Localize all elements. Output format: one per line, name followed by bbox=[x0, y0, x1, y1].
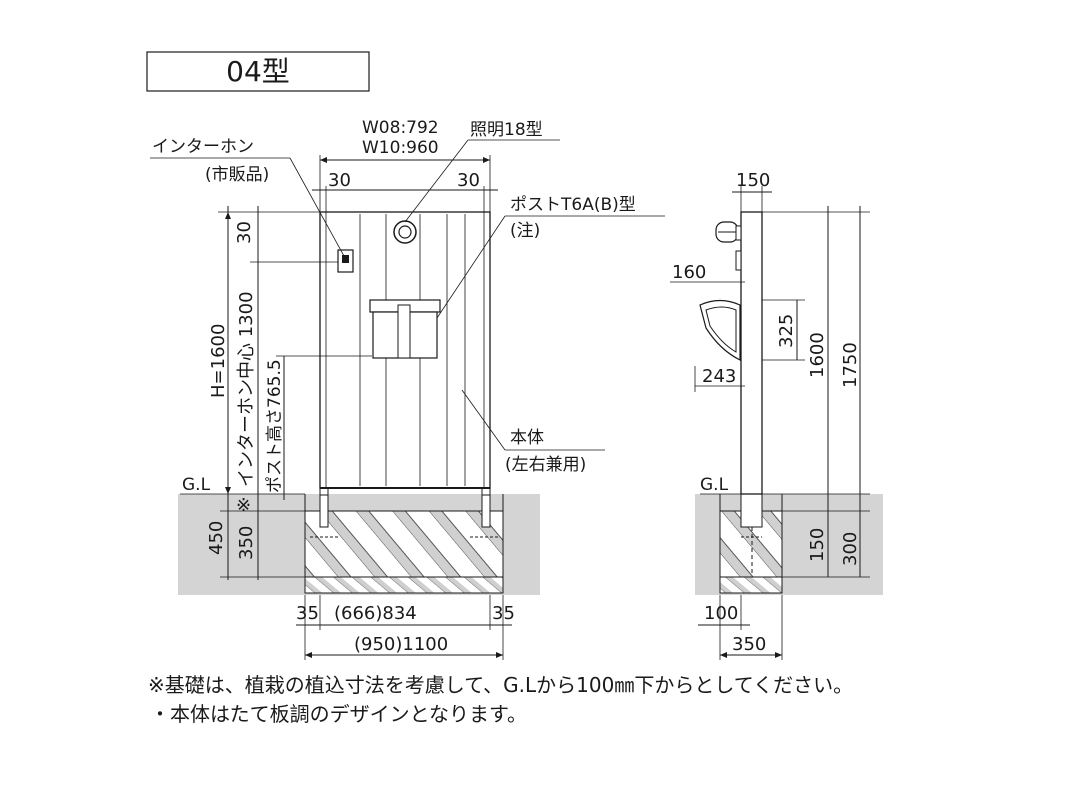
side-dim-100: 100 bbox=[704, 603, 738, 624]
side-dim-1750: 1750 bbox=[840, 342, 861, 388]
side-dim-243: 243 bbox=[702, 366, 736, 387]
title-box: 04型 bbox=[146, 51, 370, 92]
front-base bbox=[304, 576, 504, 594]
front-foundation bbox=[304, 510, 504, 578]
label-post-2: (注) bbox=[510, 221, 540, 241]
note-line-2: ・本体はたて板調のデザインとなります。 bbox=[150, 702, 527, 726]
label-body-1: 本体 bbox=[510, 428, 544, 448]
side-dim-150b: 150 bbox=[807, 528, 828, 562]
dim-bottom-total: (950)1100 bbox=[354, 634, 448, 655]
side-view: 150 160 243 325 1600 1750 G.L 150 300 bbox=[670, 170, 883, 660]
width-w10: W10:960 bbox=[362, 138, 439, 158]
label-post-1: ポストT6A(B)型 bbox=[510, 195, 636, 215]
side-mailbox-icon bbox=[699, 299, 741, 361]
dim-intercom-center: インターホン中心 1300 bbox=[236, 291, 257, 487]
dim-height-total: H=1600 bbox=[208, 324, 229, 398]
margin-right: 30 bbox=[457, 170, 480, 191]
side-intercom-icon bbox=[735, 250, 742, 271]
asterisk-mark: ※ bbox=[236, 495, 251, 516]
side-post bbox=[740, 211, 763, 495]
label-intercom-2: (市販品) bbox=[205, 165, 269, 185]
side-base bbox=[719, 576, 783, 594]
note-line-1: ※基礎は、植栽の植込寸法を考慮して、G.Lから100㎜下からとしてください。 bbox=[148, 673, 853, 697]
dim-top-30: 30 bbox=[234, 221, 255, 244]
side-dim-160: 160 bbox=[672, 262, 706, 283]
side-dim-300: 300 bbox=[840, 532, 861, 566]
dim-bottom-mid: (666)834 bbox=[334, 603, 417, 624]
dim-found-350: 350 bbox=[236, 526, 257, 560]
front-view: W08:792 W10:960 30 30 インターホン (市販品) 照明18型… bbox=[150, 118, 665, 660]
mailbox-icon bbox=[369, 299, 441, 359]
title-text: 04型 bbox=[226, 55, 290, 88]
side-light-icon bbox=[715, 221, 742, 243]
label-light: 照明18型 bbox=[470, 120, 543, 140]
front-gl: G.L bbox=[182, 475, 211, 495]
side-top-150: 150 bbox=[736, 170, 770, 191]
side-dim-1600: 1600 bbox=[807, 332, 828, 378]
side-gl: G.L bbox=[700, 475, 729, 495]
side-dim-350: 350 bbox=[732, 634, 766, 655]
margin-left: 30 bbox=[328, 170, 351, 191]
label-body-2: (左右兼用) bbox=[505, 455, 586, 475]
dim-post-height: ポスト高さ765.5 bbox=[265, 359, 285, 493]
label-intercom-1: インターホン bbox=[152, 137, 254, 157]
side-dim-325: 325 bbox=[776, 314, 797, 348]
dim-bottom-35-right: 35 bbox=[492, 603, 515, 624]
dim-found-450: 450 bbox=[206, 521, 227, 555]
dim-bottom-35-left: 35 bbox=[296, 603, 319, 624]
width-w08: W08:792 bbox=[362, 118, 439, 138]
